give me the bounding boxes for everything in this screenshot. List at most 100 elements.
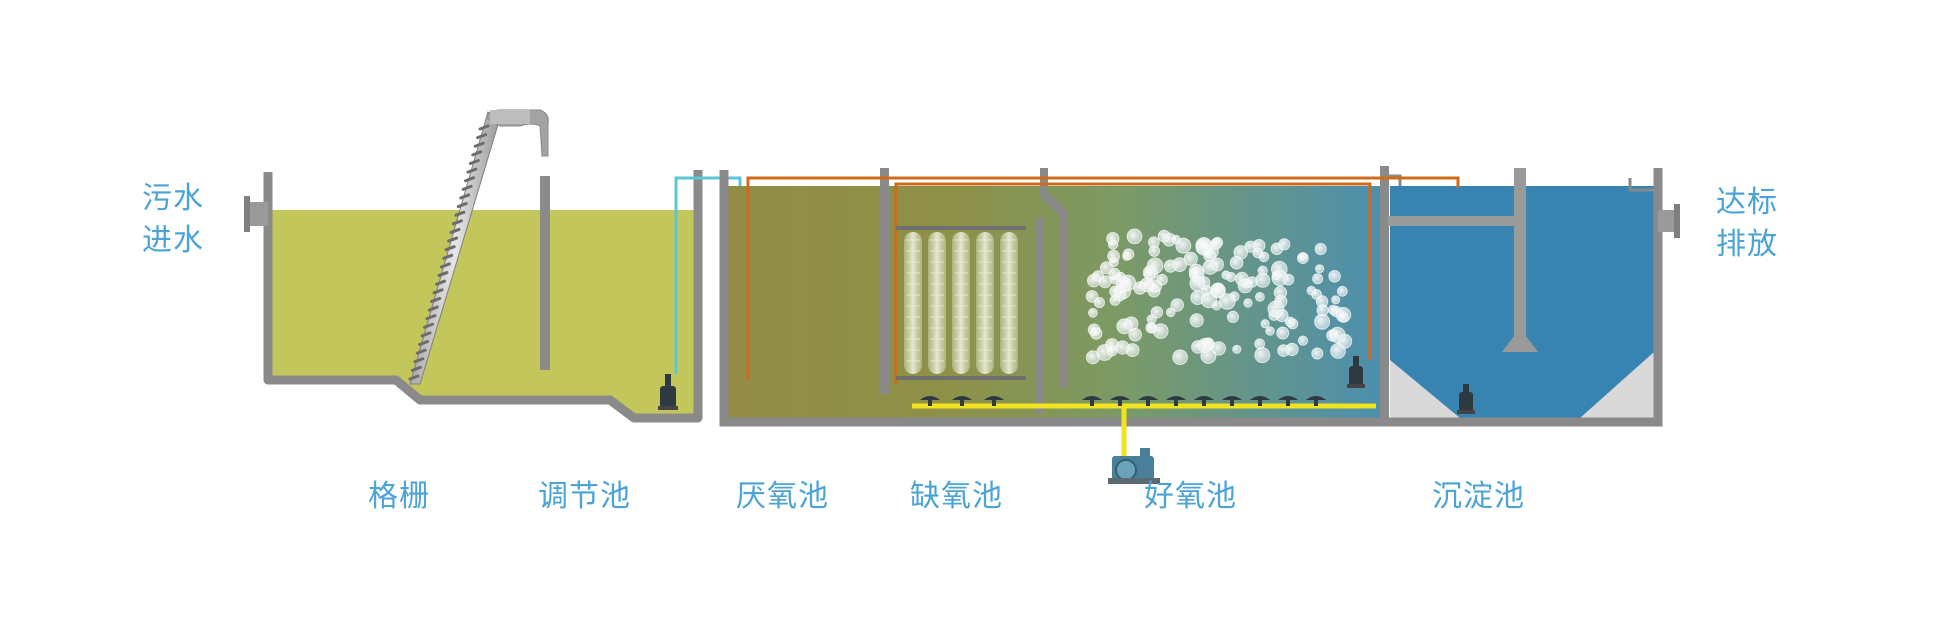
bubble-icon bbox=[1145, 322, 1157, 334]
bubble-icon bbox=[1211, 284, 1225, 298]
screen-tooth bbox=[422, 322, 434, 329]
grille-label: 格栅 bbox=[368, 479, 430, 514]
wall-anaerobic-anoxic bbox=[880, 168, 889, 394]
screen-tooth bbox=[471, 150, 483, 157]
bubble-icon bbox=[1085, 350, 1100, 365]
bubble-icon bbox=[1148, 245, 1161, 257]
screen-tooth bbox=[430, 296, 442, 303]
screen-tooth bbox=[464, 176, 476, 183]
bubble-icon bbox=[1306, 285, 1317, 296]
bubble-icon bbox=[1172, 349, 1188, 366]
screen-tooth bbox=[439, 262, 451, 269]
air-diffuser-icon bbox=[1194, 396, 1214, 406]
wall-aerobic-sedimentation bbox=[1380, 166, 1389, 422]
bubble-icon bbox=[1232, 344, 1242, 354]
air-diffuser-icon bbox=[1166, 396, 1186, 406]
bubble-icon bbox=[1146, 257, 1164, 275]
center-well-cone bbox=[1502, 336, 1538, 352]
bubble-icon bbox=[1165, 307, 1176, 318]
screen-tooth bbox=[425, 314, 437, 321]
air-diffuser-icon bbox=[1222, 396, 1242, 406]
bubble-icon bbox=[1234, 271, 1249, 286]
bubble-icon bbox=[1122, 248, 1135, 260]
air-diffuser-icon bbox=[920, 396, 940, 406]
bubble-icon bbox=[1265, 326, 1275, 336]
aeration-bubbles bbox=[1085, 228, 1353, 366]
internal-recycle-pipe bbox=[894, 182, 1372, 384]
bubble-icon bbox=[1144, 279, 1154, 289]
bubble-icon bbox=[1204, 338, 1214, 349]
bubble-icon bbox=[1116, 318, 1133, 335]
bubble-icon bbox=[1126, 228, 1143, 245]
anoxic-label: 缺氧池 bbox=[910, 479, 1003, 514]
bubble-icon bbox=[1278, 238, 1291, 251]
bubble-icon bbox=[1271, 271, 1281, 281]
bubble-icon bbox=[1170, 298, 1184, 312]
bubble-icon bbox=[1314, 242, 1327, 256]
fill-module bbox=[1000, 232, 1018, 374]
sludge-hopper-left bbox=[1390, 360, 1460, 418]
inlet-pipe bbox=[246, 202, 268, 226]
bubble-icon bbox=[1258, 251, 1270, 263]
screen-tooth bbox=[437, 271, 449, 278]
screen-tooth bbox=[415, 348, 427, 355]
bubble-icon bbox=[1150, 306, 1164, 319]
bubble-icon bbox=[1157, 229, 1171, 243]
submersible-pump-icon bbox=[1457, 384, 1475, 414]
bubble-icon bbox=[1284, 316, 1296, 328]
equalization-baffle bbox=[540, 176, 550, 370]
bubble-icon bbox=[1338, 312, 1349, 323]
bubble-icon bbox=[1107, 239, 1119, 250]
bubble-icon bbox=[1219, 293, 1236, 310]
air-diffusers bbox=[920, 396, 1326, 406]
anaerobic-label: 厌氧池 bbox=[736, 479, 829, 514]
screen-tooth bbox=[420, 331, 432, 338]
bubble-icon bbox=[1203, 249, 1216, 262]
bubble-icon bbox=[1255, 292, 1265, 302]
air-diffuser-icon bbox=[1278, 396, 1298, 406]
screen-tooth bbox=[444, 245, 456, 252]
transfer-pipe bbox=[1388, 216, 1518, 226]
air-diffuser-icon bbox=[1138, 396, 1158, 406]
screen-tooth bbox=[427, 305, 439, 312]
outlet-label-line2: 排放 bbox=[1716, 227, 1778, 262]
bar-screen bbox=[408, 109, 549, 385]
outlet-flange bbox=[1674, 204, 1680, 238]
bubble-icon bbox=[1315, 264, 1325, 274]
screen-tooth bbox=[461, 184, 473, 191]
bubble-icon bbox=[1183, 251, 1198, 266]
center-well-pipe bbox=[1514, 168, 1526, 340]
sewage-water bbox=[272, 210, 694, 414]
grille-tank-wall bbox=[263, 170, 703, 423]
aerobic-label: 好氧池 bbox=[1144, 479, 1237, 514]
bubble-icon bbox=[1297, 335, 1309, 346]
anoxic-fill-modules bbox=[896, 226, 1026, 380]
screen-tooth bbox=[473, 141, 485, 148]
outlet-pipe bbox=[1658, 210, 1678, 232]
screen-tooth bbox=[447, 236, 459, 243]
bubble-icon bbox=[1255, 272, 1271, 288]
submersible-pump-icon bbox=[658, 374, 678, 410]
bubble-icon bbox=[1312, 273, 1324, 285]
bubble-icon bbox=[1243, 298, 1253, 308]
screen-tooth bbox=[435, 279, 447, 286]
air-diffuser-icon bbox=[1250, 396, 1270, 406]
air-diffuser-icon bbox=[984, 396, 1004, 406]
bubble-icon bbox=[1202, 259, 1218, 275]
bubble-icon bbox=[1331, 295, 1341, 305]
outlet-label-line1: 达标 bbox=[1716, 185, 1778, 220]
transfer-pipe-top bbox=[1388, 174, 1402, 186]
bubble-icon bbox=[1099, 261, 1113, 275]
inlet-label-line1: 污水 bbox=[142, 181, 204, 216]
air-blower-icon bbox=[1108, 448, 1160, 484]
bubble-icon bbox=[1189, 313, 1204, 328]
wall-anoxic-stub bbox=[1036, 218, 1044, 414]
air-pipe bbox=[912, 403, 1376, 460]
bubble-icon bbox=[1276, 326, 1290, 340]
bubble-icon bbox=[1254, 347, 1271, 364]
bubble-icon bbox=[1156, 273, 1168, 286]
bubble-icon bbox=[1211, 341, 1226, 356]
bubble-icon bbox=[1200, 292, 1218, 309]
